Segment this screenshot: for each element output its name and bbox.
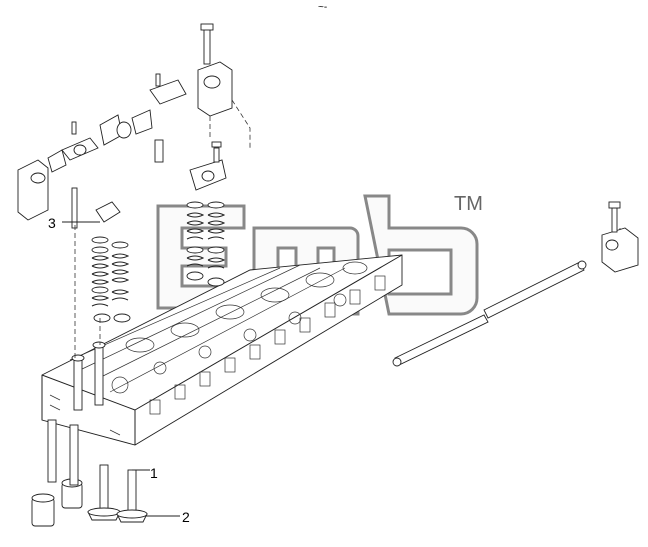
- callout-3-label: 3: [48, 215, 56, 231]
- cylinder-head: [41, 254, 403, 446]
- header-mark: ~-: [318, 2, 327, 13]
- callout-3: 3: [48, 215, 100, 231]
- callout-2-label: 2: [182, 509, 190, 525]
- valve-stems: [47, 341, 106, 486]
- rocker-arm-left: [61, 121, 121, 229]
- callout-1: 1: [132, 465, 158, 481]
- valve-guide-left: [31, 493, 55, 527]
- valve-springs-left: [91, 236, 131, 323]
- rocker-bracket-right: [601, 201, 639, 273]
- callout-2: 2: [146, 509, 190, 525]
- rocker-arm-right: [189, 141, 227, 191]
- callout-1-label: 1: [150, 465, 158, 481]
- rocker-shaft-long: [392, 260, 587, 367]
- rocker-bracket-top: [197, 23, 233, 117]
- rocker-bracket-left: [17, 149, 67, 221]
- valve-1: [87, 464, 121, 521]
- rocker-shaft-parts: [99, 73, 187, 163]
- valve-2: [116, 469, 148, 523]
- trademark-symbol: TM: [454, 193, 483, 215]
- valve-springs-right: [186, 201, 226, 287]
